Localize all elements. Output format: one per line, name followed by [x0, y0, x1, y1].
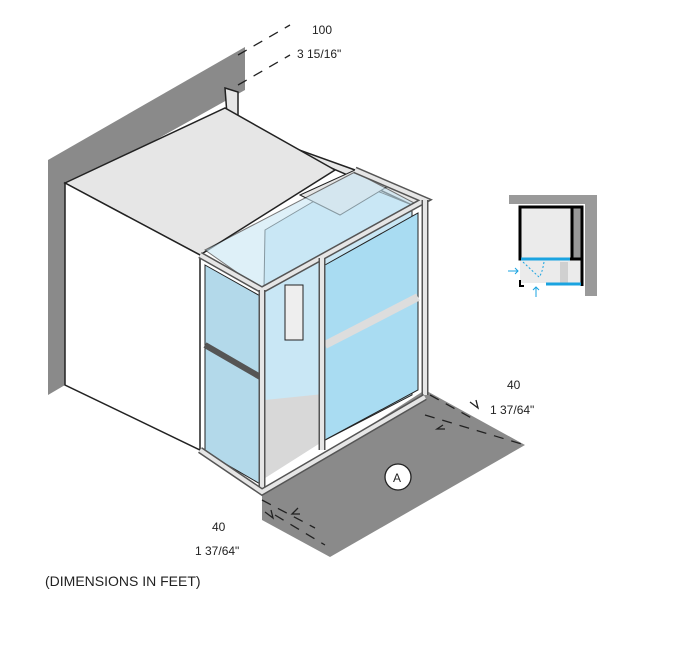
height-imperial: 3 15/16": [297, 47, 341, 61]
frame-top-inner: [199, 168, 430, 293]
height-value: 100: [312, 23, 332, 37]
shower-column: [284, 284, 304, 341]
dimension-lines: [237, 24, 526, 546]
depth-value: 40: [507, 378, 521, 392]
width-value: 40: [212, 520, 226, 534]
entry-marker-label: A: [393, 471, 401, 485]
floor-plan-icon: [508, 195, 597, 297]
entry-marker: [384, 463, 412, 491]
frame-bottom-inner: [198, 395, 427, 495]
units-note: (DIMENSIONS IN FEET): [45, 573, 201, 589]
wall-shadow: [48, 47, 245, 200]
width-imperial: 1 37/64": [195, 544, 239, 558]
glass-shelf: [323, 293, 420, 349]
wall-shadow-left: [48, 160, 65, 395]
dimension-arrows: [264, 399, 480, 520]
bench: [203, 342, 264, 381]
depth-imperial: 1 37/64": [490, 403, 534, 417]
